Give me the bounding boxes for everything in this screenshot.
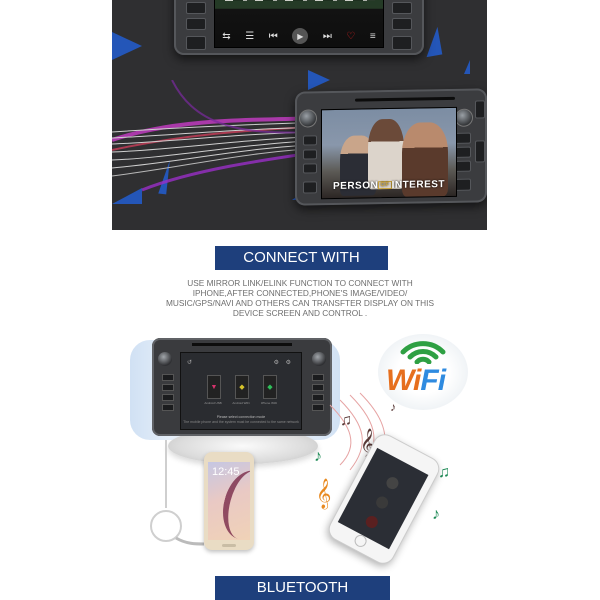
stereo-side-button	[475, 100, 485, 119]
tune-knob	[312, 352, 326, 366]
connection-message: Please select connection mode The mobile…	[181, 415, 301, 425]
decor-triangle	[308, 70, 330, 90]
app-icon	[384, 474, 401, 492]
music-note-icon: ♫	[340, 412, 352, 429]
android-phone: 12:45	[204, 452, 254, 550]
stereo-side-button	[392, 36, 412, 50]
section-header-connect-with-phone: CONNECT WITH PHONE	[215, 246, 388, 290]
decor-triangle	[421, 26, 443, 58]
help-icon[interactable]: ⚙	[285, 360, 291, 366]
stereo-side-button	[303, 149, 317, 160]
volume-knob	[158, 352, 172, 366]
tune-knob	[455, 108, 473, 127]
android-phone-screen: 12:45	[208, 462, 250, 540]
option-label: iPhone WiFi	[260, 401, 278, 405]
antenna-cable	[150, 440, 205, 546]
wifi-badge: WiFi	[378, 334, 468, 410]
stereo-side-button	[312, 384, 324, 391]
movie-title-part1: PERSON	[332, 180, 379, 193]
stereo-side-button	[455, 132, 471, 144]
stereo-side-button	[455, 146, 471, 158]
list-icon: ≡	[369, 30, 376, 42]
app-icon	[374, 494, 391, 511]
movie-character	[368, 118, 404, 190]
option-iphone-wifi[interactable]: ◆	[263, 375, 277, 399]
music-note-icon: ♪	[390, 400, 396, 414]
cd-slot	[192, 343, 292, 346]
media-controls: ⇆ ☰ ⏮ ▶ ⏭ ♡ ≡	[215, 25, 383, 47]
decor-triangle	[112, 188, 142, 204]
stereo-side-button	[186, 36, 206, 50]
phone-clock: 12:45	[212, 466, 240, 478]
stereo-side-button	[475, 140, 485, 163]
next-icon: ⏭	[322, 30, 332, 42]
stereo-side-button	[162, 374, 174, 381]
wifi-icon: ◆	[267, 384, 273, 391]
stereo-side-button	[392, 2, 412, 14]
home-button	[222, 544, 236, 547]
stereo-side-button	[312, 374, 324, 381]
play-icon: ▶	[292, 28, 309, 44]
wifi-signal-icon	[400, 341, 446, 364]
stereo-side-button	[162, 404, 174, 411]
prev-icon: ⏮	[268, 30, 278, 42]
heart-icon: ♡	[346, 30, 356, 42]
option-android-usb[interactable]: ▼	[207, 375, 221, 399]
video-frame	[225, 0, 375, 1]
settings-icon[interactable]: ⚙	[273, 360, 279, 366]
stereo-side-button	[186, 18, 206, 30]
app-icon	[363, 513, 380, 531]
wifi-icon: ◆	[239, 384, 245, 391]
connection-mode-screen: ↺ ⚙ ⚙ ▼ Android USB ◆ Android WiFi ◆ iPh…	[180, 352, 302, 430]
connection-title: Please select connection mode	[216, 415, 266, 419]
usb-icon: ▼	[210, 383, 218, 391]
stereo-side-button	[303, 135, 317, 146]
movie-title-of: OF	[378, 181, 392, 190]
stereo-side-button	[162, 384, 174, 391]
stereo-side-button	[312, 394, 324, 401]
stereo-side-button	[303, 163, 317, 174]
music-note-icon: ♫	[438, 464, 450, 481]
stereo-side-button	[392, 18, 412, 30]
music-note-icon: ♪	[432, 506, 440, 523]
option-label: Android WiFi	[232, 401, 250, 405]
stereo-side-button	[186, 2, 206, 14]
decor-triangle	[464, 60, 470, 74]
car-stereo-top: ⇆ ☰ ⏮ ▶ ⏭ ♡ ≡	[174, 0, 424, 55]
option-android-wifi[interactable]: ◆	[235, 375, 249, 399]
car-stereo-connect: ↺ ⚙ ⚙ ▼ Android USB ◆ Android WiFi ◆ iPh…	[152, 338, 332, 436]
wifi-logo-wi: Wi	[386, 364, 421, 397]
decor-triangle	[112, 32, 142, 60]
section-header-bluetooth: BLUETOOTH	[215, 576, 390, 600]
stereo-side-button	[312, 404, 324, 411]
stereo-side-button	[455, 160, 471, 172]
treble-clef-icon: 𝄞	[316, 478, 332, 508]
movie-title-part2: INTEREST	[391, 179, 446, 191]
stereo-side-button	[162, 394, 174, 401]
wifi-logo-fi: Fi	[420, 364, 446, 397]
connect-description: USE MIRROR LINK/ELINK FUNCTION TO CONNEC…	[165, 278, 434, 318]
option-label: Android USB	[204, 401, 222, 405]
music-note-icon: ♪	[314, 448, 322, 465]
cd-slot	[355, 96, 455, 102]
stereo-side-button	[455, 178, 471, 191]
equalizer-icon: ☰	[245, 30, 255, 42]
stereo-screen-video: ⇆ ☰ ⏮ ▶ ⏭ ♡ ≡	[214, 0, 384, 48]
wifi-logo-text: WiFi	[386, 364, 446, 398]
back-icon[interactable]: ↺	[187, 360, 193, 366]
stereo-side-button	[303, 181, 317, 194]
repeat-icon: ⇆	[222, 30, 231, 42]
volume-knob	[299, 109, 317, 128]
connection-subtitle: The mobile phone and the system must be …	[183, 420, 299, 424]
